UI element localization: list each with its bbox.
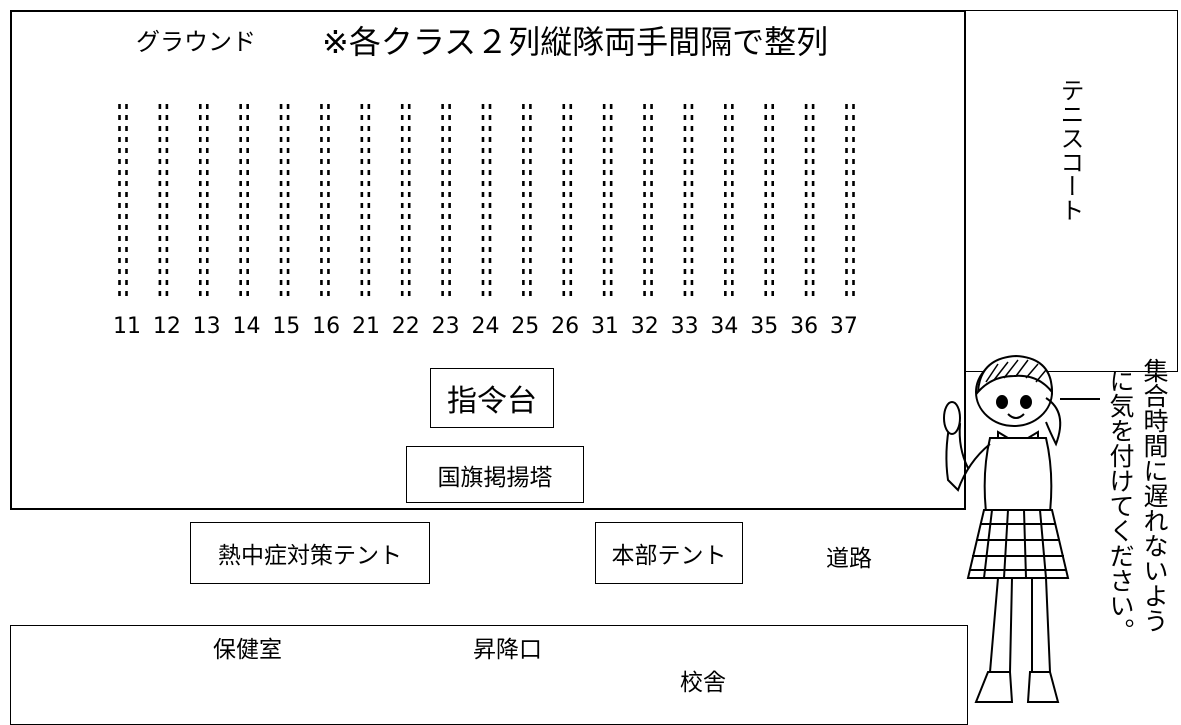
- school-building-label: 校舎: [680, 670, 726, 696]
- class-number-26: 26: [551, 314, 580, 339]
- class-number-11: 11: [113, 314, 141, 339]
- command-stand-label: 指令台: [447, 384, 537, 419]
- command-stand: 指令台: [430, 368, 554, 428]
- flag-tower: 国旗掲揚塔: [406, 446, 584, 503]
- ground-area: [10, 10, 966, 510]
- class-number-25: 25: [511, 314, 540, 339]
- heatstroke-tent: 熱中症対策テント: [190, 522, 430, 584]
- class-number-22: 22: [391, 314, 420, 339]
- class-number-32: 32: [630, 314, 659, 339]
- class-number-24: 24: [471, 314, 500, 339]
- formation-note: ※各クラス２列縦隊両手間隔で整列: [322, 23, 829, 61]
- class-number-36: 36: [790, 314, 819, 339]
- class-number-34: 34: [710, 314, 739, 339]
- tennis-court-area: [966, 10, 1178, 372]
- class-number-13: 13: [192, 314, 221, 339]
- class-number-37: 37: [829, 314, 858, 339]
- speech-pointer: [1060, 398, 1100, 400]
- class-number-row: 11 12 13 14 15 16 21 22 23 24 25 26 31 32 33 34 35 36 37: [113, 314, 858, 340]
- class-number-12: 12: [152, 314, 181, 339]
- entrance-label: 昇降口: [473, 637, 542, 663]
- callout-line-1: 集合時間に遅れないよう: [1140, 358, 1169, 633]
- class-number-16: 16: [312, 314, 341, 339]
- callout-line-2: に気を付けてください。: [1106, 368, 1135, 643]
- class-number-21: 21: [351, 314, 380, 339]
- class-number-23: 23: [431, 314, 460, 339]
- hq-tent: 本部テント: [595, 522, 743, 584]
- heatstroke-tent-label: 熱中症対策テント: [218, 543, 402, 569]
- ground-label: グラウンド: [136, 28, 256, 56]
- girl-illustration: [943, 354, 1070, 703]
- class-number-15: 15: [272, 314, 301, 339]
- class-number-14: 14: [232, 314, 261, 339]
- road-label: 道路: [826, 546, 872, 572]
- class-number-35: 35: [750, 314, 779, 339]
- class-number-33: 33: [670, 314, 699, 339]
- class-number-31: 31: [590, 314, 619, 339]
- tennis-court-label: テニスコート: [1056, 78, 1084, 222]
- hq-tent-label: 本部テント: [611, 543, 727, 569]
- flag-tower-label: 国旗掲揚塔: [437, 464, 553, 491]
- nurse-room-label: 保健室: [213, 637, 282, 663]
